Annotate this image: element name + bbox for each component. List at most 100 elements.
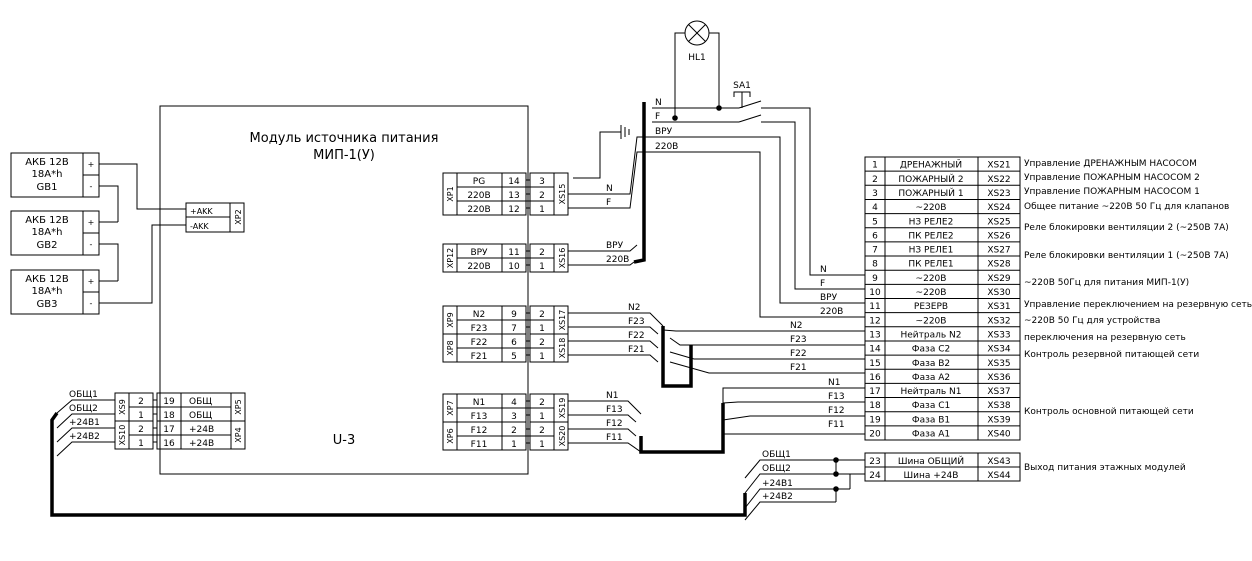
xs17-wire-f23: F23 [628, 317, 645, 327]
table-wire-f13: F13 [828, 392, 845, 402]
table-wire-f22: F22 [790, 349, 807, 359]
table-wire-vru: ВРУ [820, 293, 838, 303]
xp2-pin-1: +AKK [190, 207, 213, 216]
xp12-row1-pin: 11 [508, 248, 519, 258]
xs17-name: XS17 [558, 310, 567, 331]
battery-gb1-minus: - [90, 182, 93, 191]
battery-gb1: АКБ 12В 18А*h GB1 + - [10, 152, 100, 198]
xs18-wire-f21: F21 [628, 345, 645, 355]
table-row-label: Фаза С1 [912, 401, 950, 411]
table-row-label: Фаза А1 [912, 430, 950, 440]
xp1-row2-pin: 13 [508, 191, 519, 201]
bus-lines [50, 102, 747, 517]
bus-row24-xs: XS44 [987, 471, 1011, 481]
table-wire-n: N [820, 265, 827, 275]
xp12-row2-num: 1 [539, 262, 545, 272]
table-wire-f21: F21 [790, 363, 807, 373]
xs18-wire-f22: F22 [628, 331, 645, 341]
desc-valves-power: Общее питание ~220В 50 Гц для клапанов [1024, 202, 1229, 212]
table-row-xs: XS39 [987, 415, 1011, 425]
table-row-num: 20 [869, 430, 881, 440]
xp1-row3-num: 1 [539, 205, 545, 215]
desc-mip-power: ~220В 50Гц для питания МИП-1(У) [1024, 278, 1189, 288]
table-row-num: 3 [872, 189, 878, 199]
xp1-name: XP1 [446, 186, 455, 201]
xp7-row1-num: 2 [539, 398, 545, 408]
xp1-row1-pin: 14 [508, 177, 520, 187]
table-row-xs: XS29 [987, 274, 1011, 284]
table-row-num: 17 [869, 387, 880, 397]
xp5-row2-pin: 18 [163, 411, 175, 421]
bottom-wire-24v1: +24В1 [762, 479, 793, 489]
xs19-name: XS19 [558, 398, 567, 419]
desc-fire-pump-1: Управление ПОЖАРНЫМ НАСОСОМ 1 [1024, 187, 1200, 197]
table-row-label: РЕЗЕРВ [914, 302, 948, 312]
xs19-wire-f13: F13 [606, 405, 623, 415]
xp12-row1-label: ВРУ [470, 248, 488, 258]
battery-gb2: АКБ 12В 18А*h GB2 + - [10, 210, 100, 256]
desc-reserve-control: Контроль резервной питающей сети [1024, 350, 1199, 360]
wire-label-vru: ВРУ [655, 127, 673, 137]
xp5-name: XP5 [234, 399, 243, 414]
xp4-row2-label: +24В [189, 439, 214, 449]
table-row-xs: XS40 [987, 430, 1011, 440]
battery-gb1-plus: + [88, 160, 95, 169]
connector-xp7: XP7 XS19 N1 4 2 F13 3 1 N1 F13 [442, 391, 642, 423]
xp9-row2-num: 1 [539, 324, 545, 334]
wire-label-220: 220В [655, 142, 678, 152]
bus-row23-num: 23 [869, 457, 880, 467]
xp5-row1-label: ОБЩ [189, 397, 212, 407]
xp9-row2-pin: 7 [511, 324, 517, 334]
xs10-name: XS10 [118, 425, 127, 446]
battery-gb3-line2: 18А*h [32, 286, 63, 297]
xp1-row3-label: 220В [467, 205, 490, 215]
xp2-pin-2: -AKK [190, 222, 209, 231]
table-wire-n1: N1 [828, 378, 840, 388]
connector-xp8: XP8 XS18 F22 6 2 F21 5 1 F22 F21 [442, 331, 659, 363]
xp9-row1-pin: 9 [511, 310, 517, 320]
table-wire-220: 220В [820, 307, 843, 317]
xs9-name: XS9 [118, 399, 127, 415]
table-row-label: Нейтраль N1 [900, 387, 961, 397]
table-input-wires: N F ВРУ 220В N2 F23 F22 F21 N1 F13 F12 F… [662, 265, 865, 435]
table-row-num: 13 [869, 330, 880, 340]
table-row-label: ПК РЕЛЕ1 [908, 260, 953, 270]
xp5-row2-label: ОБЩ [189, 411, 212, 421]
xp9-name: XP9 [446, 312, 455, 327]
wire-label-n: N [655, 98, 662, 108]
wire-label-f: F [655, 112, 660, 122]
table-row-xs: XS26 [987, 231, 1011, 241]
xp7-row2-label: F13 [471, 412, 488, 422]
xp9-row1-num: 2 [539, 310, 545, 320]
bottom-wire-obsh2: ОБЩ2 [762, 464, 791, 474]
xp7-row2-pin: 3 [511, 412, 517, 422]
desc-drain-pump: Управление ДРЕНАЖНЫМ НАСОСОМ [1024, 159, 1197, 169]
xp8-row2-pin: 5 [511, 352, 517, 362]
xp6-row2-pin: 1 [511, 440, 517, 450]
xp9-row2-label: F23 [471, 324, 488, 334]
xs10-row2-num: 1 [138, 439, 144, 449]
xp5-row1-pin: 19 [163, 397, 175, 407]
table-wire-f11: F11 [828, 420, 845, 430]
battery-gb3: АКБ 12В 18А*h GB3 + - [10, 269, 100, 315]
xp8-row1-num: 2 [539, 338, 545, 348]
connector-xp12: XP12 XS16 ВРУ 11 2 220В 10 1 ВРУ 220В [442, 241, 638, 273]
table-row-num: 6 [872, 231, 878, 241]
battery-gb2-line1: АКБ 12В [25, 215, 69, 226]
lamp-hl1: HL1 [674, 20, 720, 118]
table-row-num: 19 [869, 415, 881, 425]
battery-wiring [99, 163, 186, 304]
table-row-xs: XS35 [987, 359, 1010, 369]
table-row-xs: XS24 [987, 203, 1011, 213]
table-row-label: ПОЖАРНЫЙ 2 [898, 173, 963, 185]
power-input-wires: N F ВРУ 220В [573, 98, 865, 318]
bus-row24-num: 24 [869, 471, 881, 481]
module-title-line2: МИП-1(У) [313, 148, 375, 163]
xp6-row1-num: 2 [539, 426, 545, 436]
table-row-num: 1 [872, 161, 878, 171]
xs17-wire-n2: N2 [628, 303, 640, 313]
xp1-row2-num: 2 [539, 191, 545, 201]
xs20-name: XS20 [558, 426, 567, 447]
xp9-row1-label: N2 [473, 310, 485, 320]
